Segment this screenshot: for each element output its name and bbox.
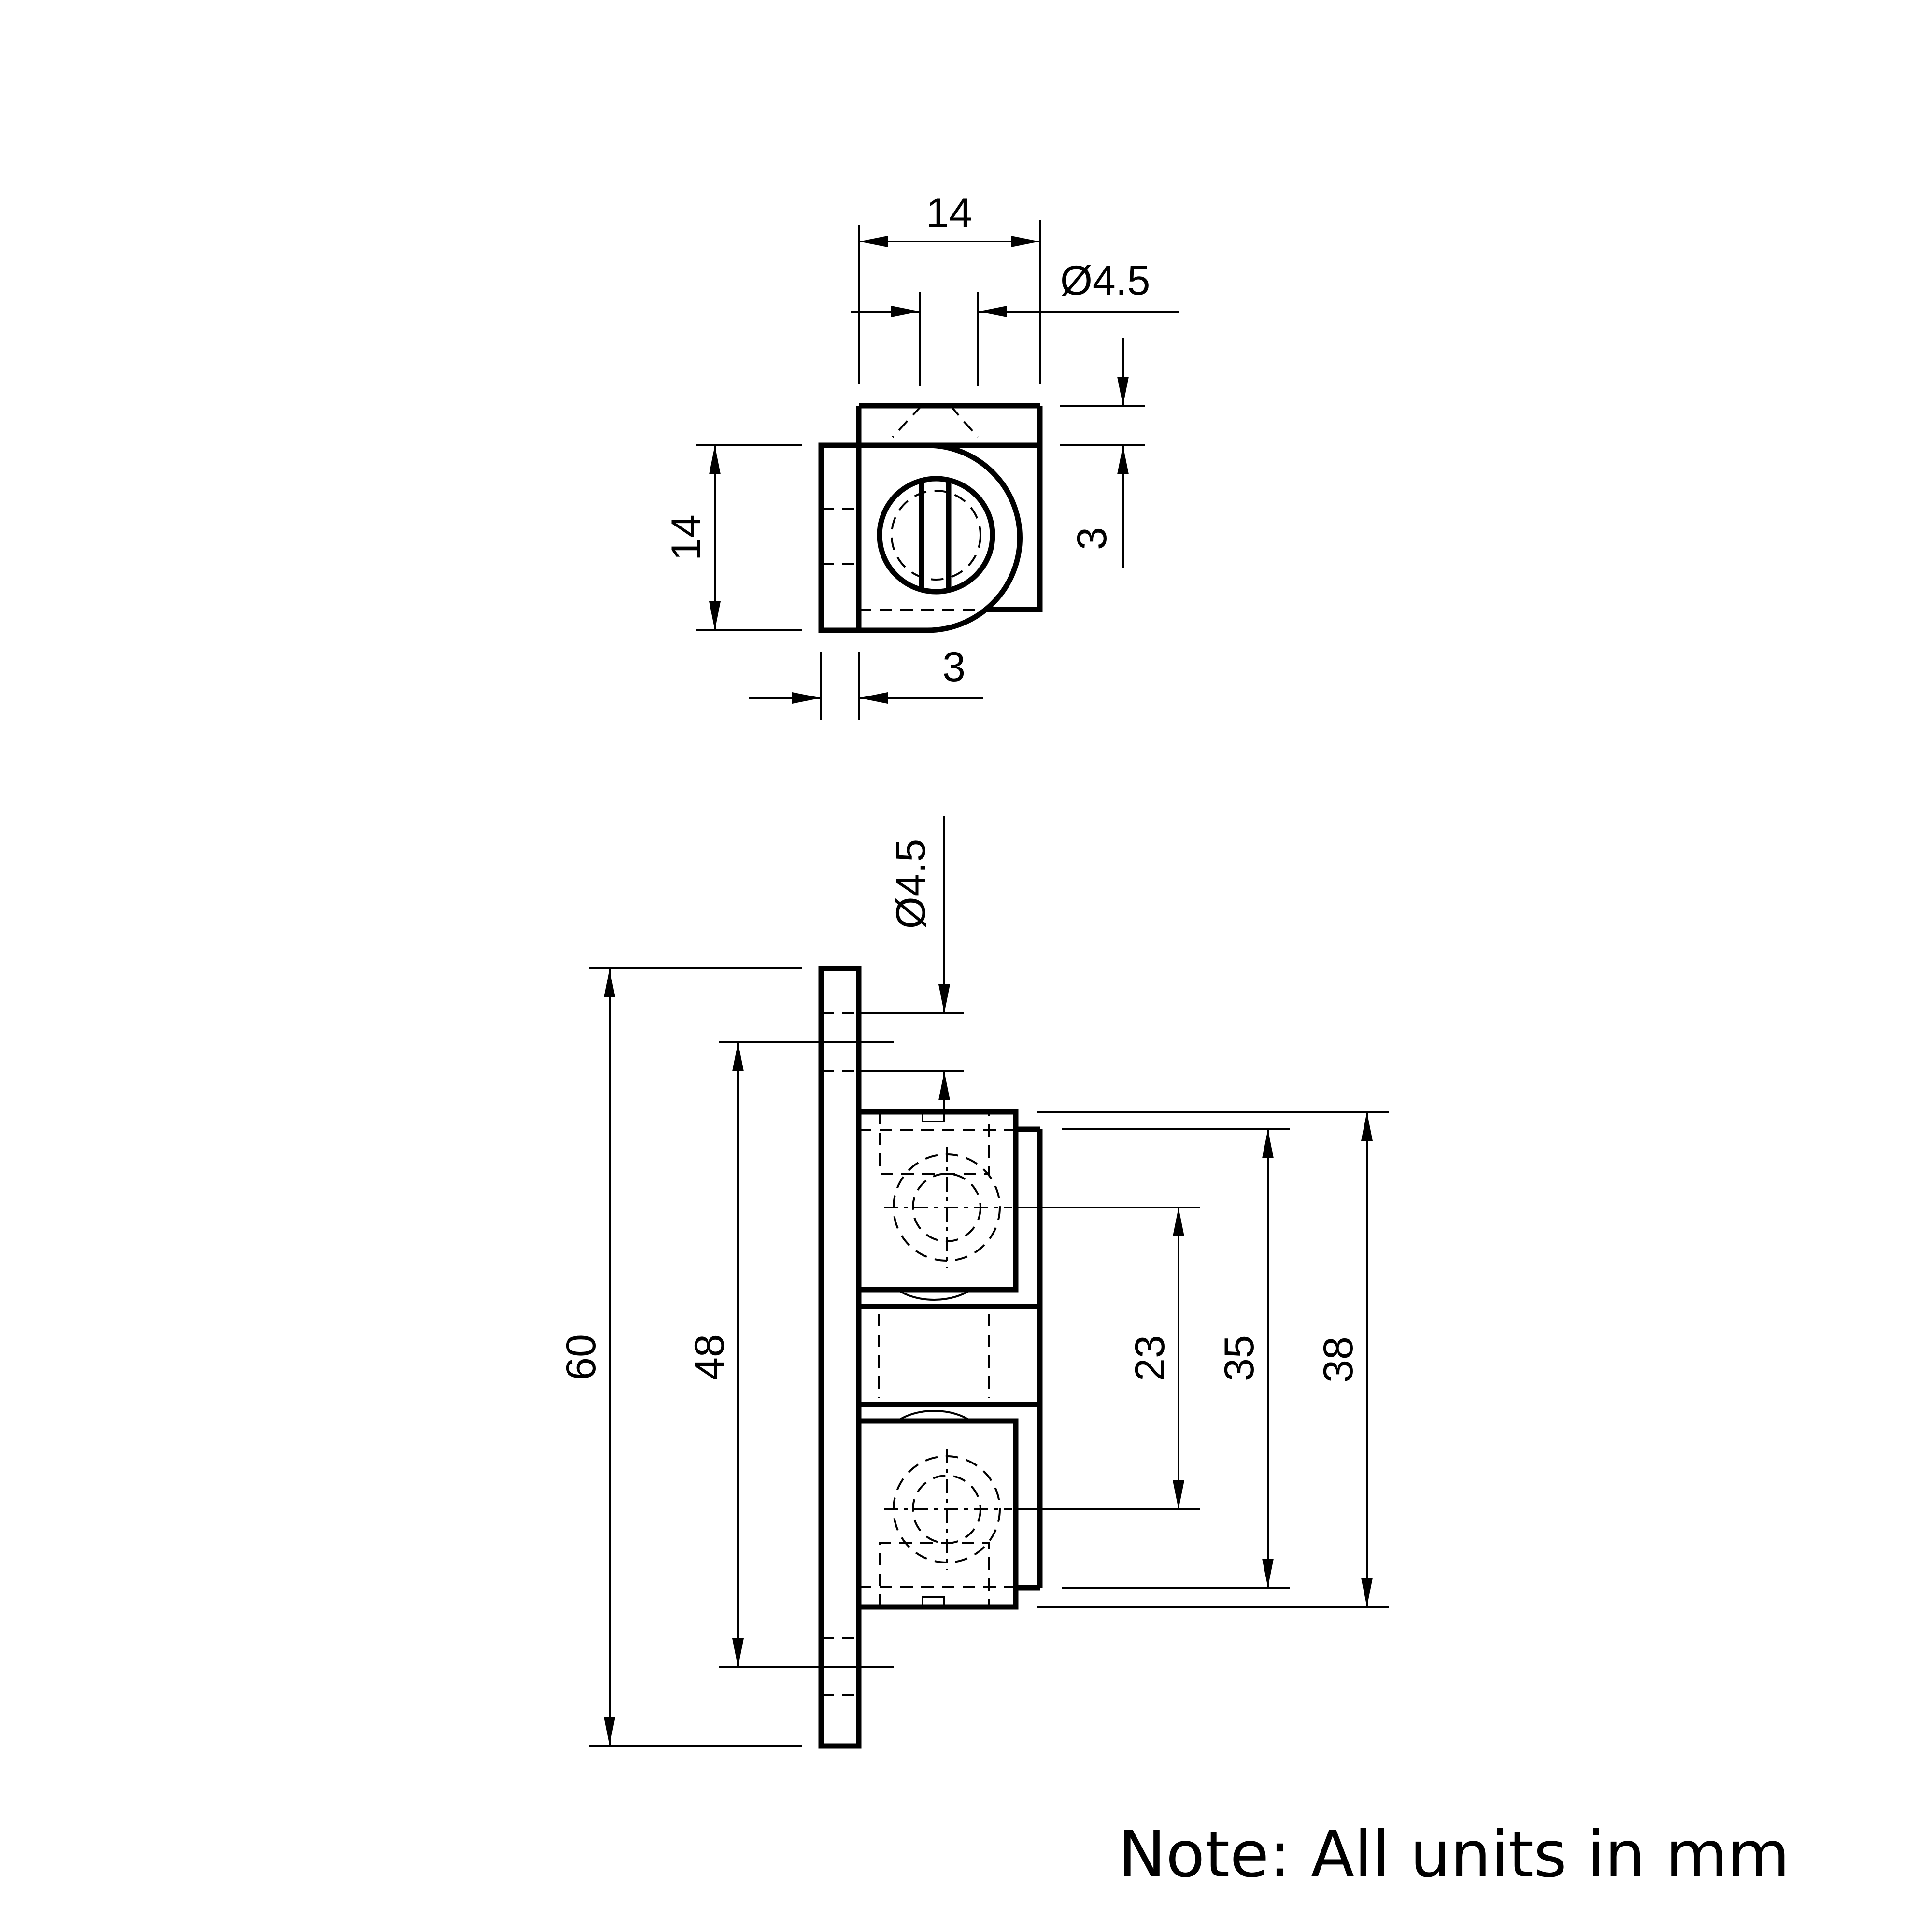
dim-top-flange-thickness: 3 [942,644,966,690]
dim-front-total-height: 60 [558,1334,604,1380]
arrowhead [978,306,1007,317]
arrowhead [938,1071,950,1100]
arrowhead [891,306,920,317]
dim-top-height: 14 [663,514,710,561]
dim-front-inner-height: 35 [1216,1335,1263,1381]
dim-front-pivot-spacing: 23 [1127,1335,1173,1381]
arrowhead [604,1717,615,1746]
arrowhead [859,692,888,704]
arrowhead [1117,377,1129,406]
top-view: 14 Ø4.5 14 3 3 [663,190,1179,720]
front-view-upper-pin-head [922,1112,945,1122]
arrowhead [1173,1480,1184,1509]
arrowhead [1361,1578,1373,1607]
front-view: Ø4.5 60 48 23 35 38 [558,816,1389,1749]
arrowhead [709,601,721,630]
arrowhead [1262,1129,1274,1158]
arrowhead [732,1638,744,1667]
arrowhead [1011,236,1040,247]
front-view-lower-pin-head [922,1596,945,1607]
arrowhead [792,692,821,704]
arrowhead [709,445,721,474]
front-view-upper-knuckle [856,1109,1019,1293]
top-view-countersink-hidden [892,405,979,438]
dim-top-hole-diameter: Ø4.5 [1060,257,1150,304]
front-view-barrel-arc [896,1289,972,1301]
arrowhead [859,236,888,247]
front-view-flange-plate [818,966,862,1749]
units-note: Note: All units in mm [1118,1818,1790,1892]
arrowhead [1262,1559,1274,1588]
dim-front-hole-diameter: Ø4.5 [888,839,934,929]
top-view-flange [818,442,862,633]
front-view-lower-knuckle [856,1418,1019,1610]
arrowhead [938,984,950,1013]
top-view-pin-hidden-circle [891,490,981,581]
arrowhead [1361,1112,1373,1141]
front-view-lower-hidden-pocket [879,1542,990,1607]
arrowhead [604,968,615,997]
dim-top-width: 14 [926,190,972,236]
arrowhead [1117,445,1129,474]
front-view-barrel-arc [896,1410,972,1422]
arrowhead [732,1042,744,1071]
dim-front-hole-spacing: 48 [686,1334,733,1380]
top-view-pin-circle [877,476,995,595]
top-view-knuckle [856,442,1023,633]
dim-top-offset: 3 [1069,527,1115,550]
front-view-upper-hidden-pocket [879,1112,990,1175]
arrowhead [1173,1208,1184,1236]
dim-front-outer-height: 38 [1315,1336,1362,1383]
